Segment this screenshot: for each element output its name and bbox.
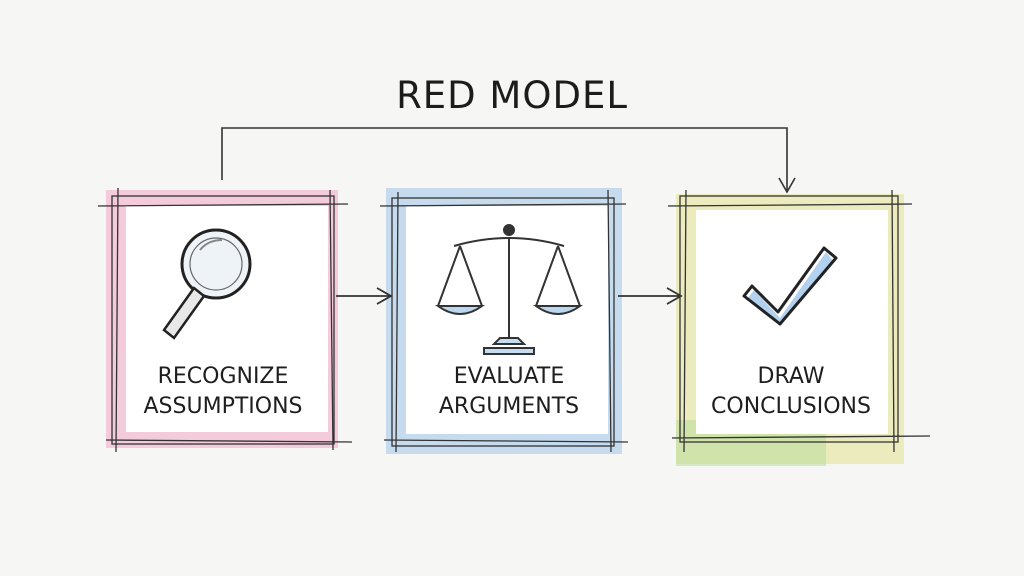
- step-label-line1: DRAW: [757, 364, 825, 389]
- step-label-recognize: RECOGNIZE ASSUMPTIONS: [108, 362, 338, 422]
- step-label-line2: ASSUMPTIONS: [143, 394, 303, 419]
- step-label-line2: CONCLUSIONS: [711, 394, 871, 419]
- diagram-title: RED MODEL: [396, 74, 628, 117]
- balance-scale-icon: [434, 224, 584, 355]
- checkmark-icon: [742, 246, 838, 326]
- magnifying-glass-icon: [162, 228, 252, 340]
- arrow-evaluate-to-draw: [618, 287, 683, 305]
- box-outline-evaluate: [379, 189, 629, 453]
- box-outline-draw: [667, 189, 931, 453]
- box-wash-draw: [676, 194, 904, 466]
- step-label-line1: EVALUATE: [453, 364, 565, 389]
- step-label-draw: DRAW CONCLUSIONS: [676, 362, 906, 422]
- arrow-recognize-to-evaluate: [336, 287, 393, 305]
- step-label-line2: ARGUMENTS: [438, 394, 580, 419]
- step-label-line1: RECOGNIZE: [157, 364, 289, 389]
- top-connector-arrow: [221, 127, 796, 194]
- step-label-evaluate: EVALUATE ARGUMENTS: [394, 362, 624, 422]
- box-wash-evaluate: [386, 188, 622, 454]
- box-outline-recognize: [97, 187, 353, 453]
